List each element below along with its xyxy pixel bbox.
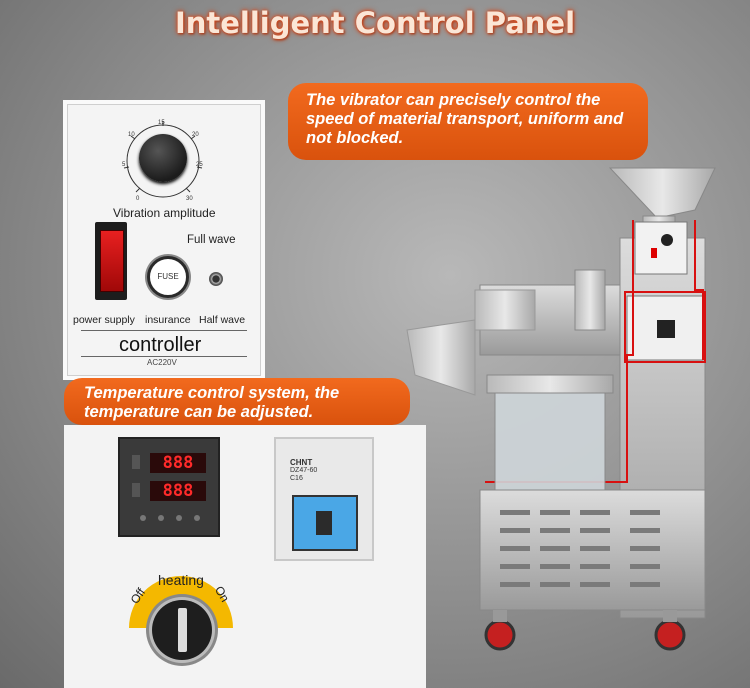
dial-tick: 20 bbox=[192, 132, 199, 138]
controller-label: controller bbox=[119, 334, 202, 356]
vibration-controller-panel: 0 5 10 15 20 25 30 Vibration amplitude F… bbox=[63, 100, 265, 380]
divider bbox=[81, 330, 247, 331]
temperature-controller: 888 888 bbox=[118, 437, 220, 537]
vibration-dial-knob[interactable] bbox=[139, 134, 187, 182]
dial-tick: 10 bbox=[128, 132, 135, 138]
power-supply-label: power supply bbox=[73, 314, 135, 326]
heating-rotary-switch[interactable] bbox=[152, 600, 212, 660]
oil-press-machine-illustration bbox=[406, 167, 716, 651]
dial-tick: 5 bbox=[122, 162, 126, 168]
breaker-rating: C16 bbox=[290, 475, 303, 482]
temperature-display-top: 888 bbox=[150, 453, 206, 473]
tc-button[interactable] bbox=[176, 515, 182, 521]
dial-tick: 0 bbox=[136, 196, 140, 202]
power-rocker-switch[interactable] bbox=[95, 222, 127, 300]
dial-scale: 0 5 10 15 20 25 30 bbox=[122, 120, 203, 202]
full-wave-label: Full wave bbox=[187, 234, 236, 246]
wave-toggle-switch[interactable] bbox=[209, 272, 223, 286]
heating-label: heating bbox=[158, 572, 204, 588]
tc-button[interactable] bbox=[140, 515, 146, 521]
temperature-control-panel: 888 888 CHNT DZ47-60 C16 heating Off On bbox=[64, 425, 426, 688]
tc-button[interactable] bbox=[194, 515, 200, 521]
divider bbox=[81, 356, 247, 357]
temperature-display-bottom: 888 bbox=[150, 481, 206, 501]
voltage-label: AC220V bbox=[147, 358, 177, 367]
breaker-brand: CHNT bbox=[290, 458, 313, 467]
dial-tick: 25 bbox=[196, 162, 203, 168]
breaker-switch[interactable] bbox=[292, 495, 358, 551]
dial-tick: 30 bbox=[186, 196, 193, 202]
dial-tick: 15 bbox=[158, 120, 165, 126]
temperature-callout: Temperature control system, the temperat… bbox=[64, 378, 410, 425]
circuit-breaker: CHNT DZ47-60 C16 bbox=[274, 437, 374, 561]
half-wave-label: Half wave bbox=[199, 314, 246, 326]
vibration-amplitude-label: Vibration amplitude bbox=[113, 206, 216, 220]
page-title: Intelligent Control Panel bbox=[174, 6, 576, 40]
vibrator-callout: The vibrator can precisely control the s… bbox=[288, 83, 648, 160]
insurance-label: insurance bbox=[145, 314, 191, 326]
tc-button[interactable] bbox=[158, 515, 164, 521]
fuse-holder: FUSE bbox=[147, 256, 189, 298]
breaker-model: DZ47-60 bbox=[290, 467, 318, 474]
